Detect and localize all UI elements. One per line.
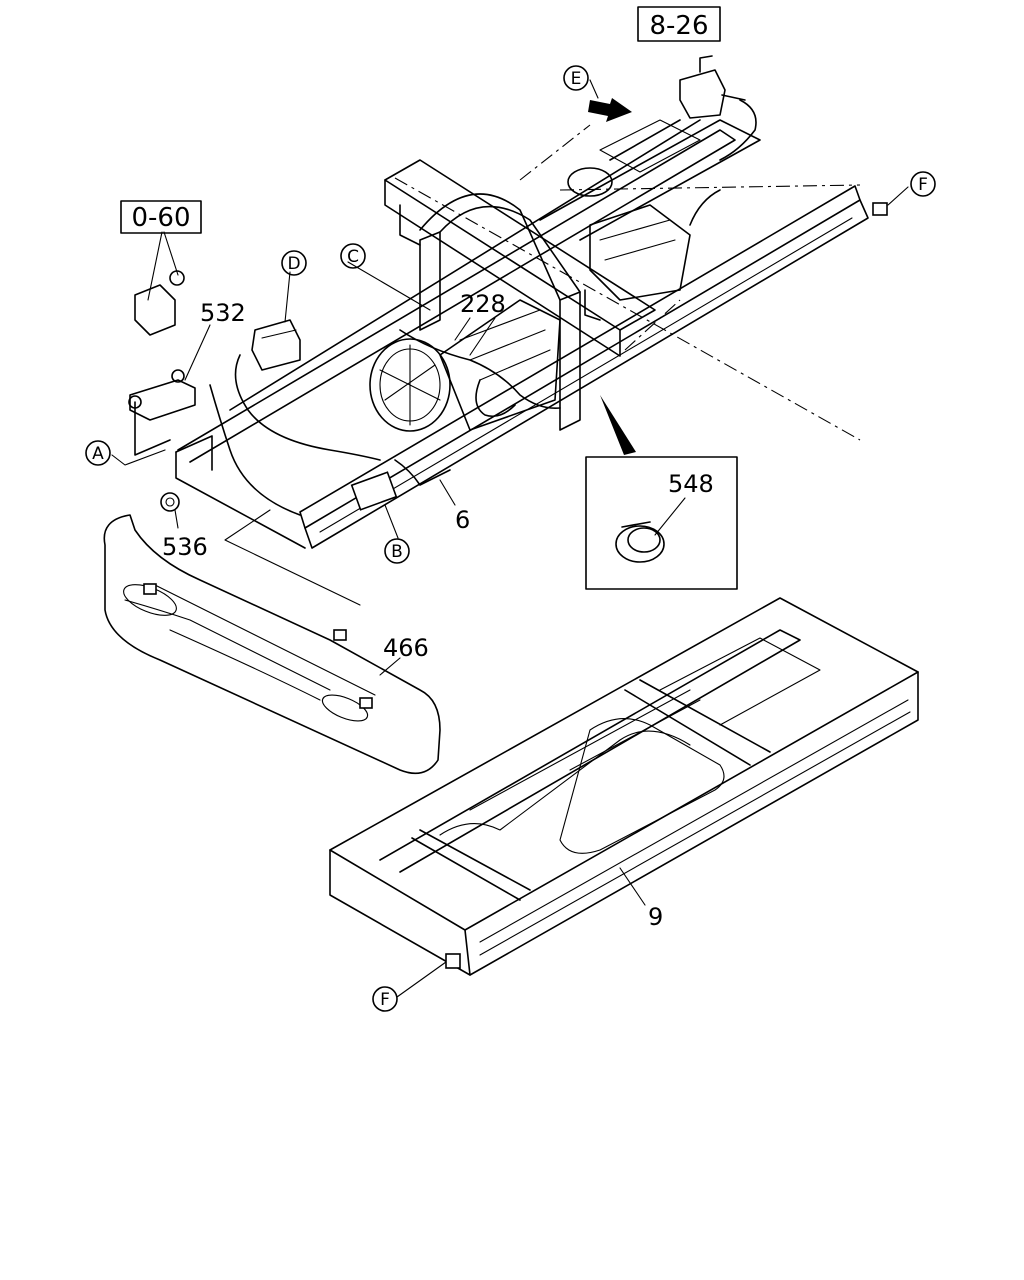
f-pegs	[445, 202, 888, 969]
callout-c-label: C	[347, 247, 359, 267]
part-536-label: 536	[162, 533, 208, 561]
wiring-harness-6	[209, 99, 757, 516]
inset-box-548	[585, 456, 738, 590]
callout-d-label: D	[287, 254, 300, 274]
leader-lines	[111, 79, 909, 998]
callout-f-bottom-label: F	[380, 990, 390, 1010]
e-arrow	[588, 98, 632, 122]
ref-8-26-label: 8-26	[649, 11, 708, 41]
callout-c[interactable]: C	[340, 243, 366, 269]
callout-e[interactable]: E	[563, 65, 589, 91]
part-548-label: 548	[668, 470, 714, 498]
part-532-label: 532	[200, 299, 246, 327]
part-536-grommet	[160, 492, 180, 512]
component-8-26	[679, 55, 746, 119]
inset-pointer	[600, 395, 636, 455]
connector-d	[251, 319, 301, 371]
part-6-label: 6	[455, 506, 470, 534]
callout-d[interactable]: D	[281, 250, 307, 276]
part-532-bracket	[128, 270, 196, 456]
bumper-466	[103, 509, 441, 775]
lower-frame-9	[329, 597, 919, 976]
callout-e-label: E	[571, 69, 582, 89]
part-228-label: 228	[460, 290, 506, 318]
callout-f-bottom[interactable]: F	[372, 986, 398, 1012]
reference-box-8-26[interactable]: 8-26	[637, 6, 721, 42]
upper-chassis-frame	[175, 119, 869, 549]
callout-b-label: B	[391, 542, 403, 562]
callout-f-top[interactable]: F	[910, 171, 936, 197]
callout-a-label: A	[92, 444, 104, 464]
callout-b[interactable]: B	[384, 538, 410, 564]
engine-block	[369, 204, 691, 432]
part-466-label: 466	[383, 634, 429, 662]
callout-a[interactable]: A	[85, 440, 111, 466]
reference-box-0-60[interactable]: 0-60	[120, 200, 202, 234]
ref-0-60-label: 0-60	[131, 203, 190, 233]
callout-f-top-label: F	[918, 175, 928, 195]
part-9-label: 9	[648, 903, 663, 931]
